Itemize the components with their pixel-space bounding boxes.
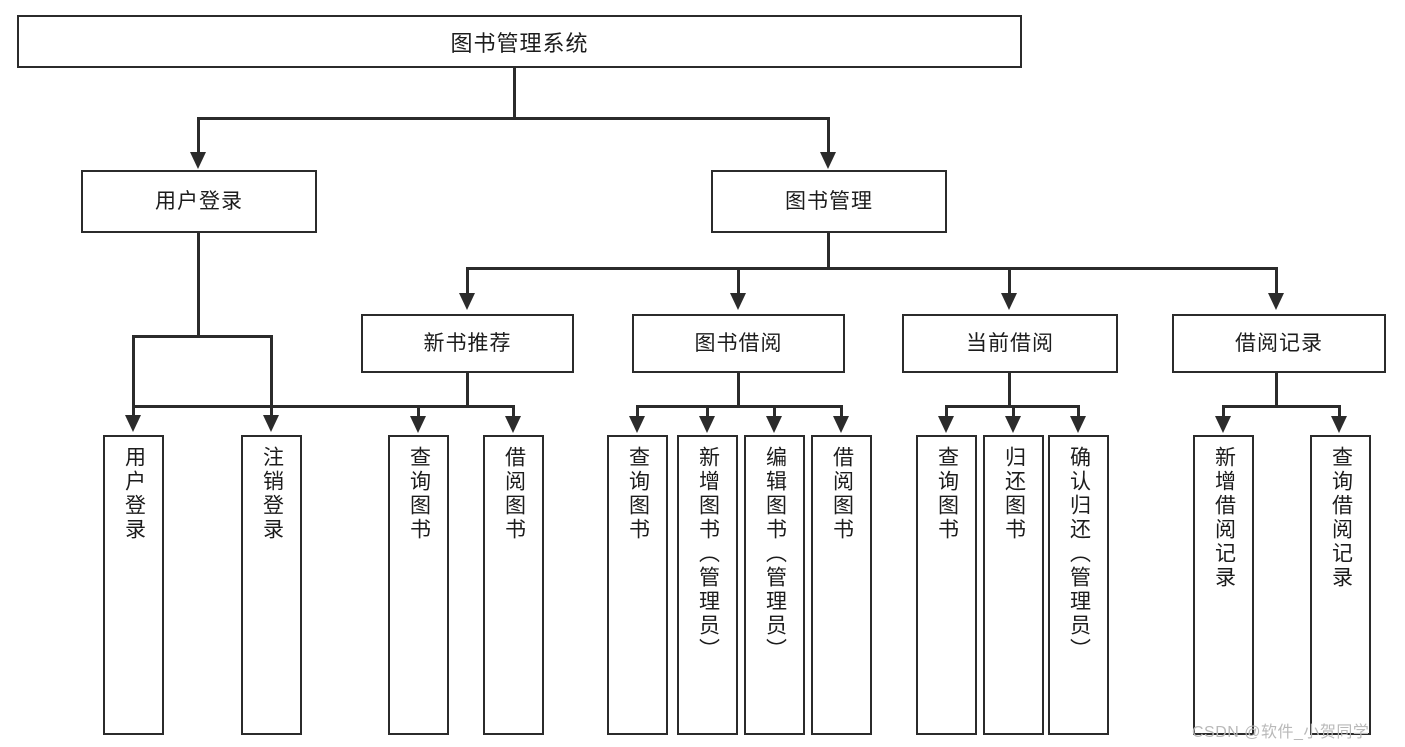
arrowhead-user-login-leaf-2 bbox=[263, 415, 279, 432]
connector-bm-to-current-borrow bbox=[1008, 267, 1011, 294]
connector-new-book-bus bbox=[132, 405, 514, 408]
leaf-current-borrow-return[interactable]: 归还图书 bbox=[983, 435, 1044, 735]
connector-current-borrow-stem bbox=[1008, 373, 1011, 407]
connector-user-login-to-leaf-1 bbox=[132, 335, 135, 416]
connector-bb-to-leaf-2 bbox=[706, 405, 709, 418]
connector-borrow-record-stem bbox=[1275, 373, 1278, 407]
leaf-borrow-record-add[interactable]: 新增借阅记录 bbox=[1193, 435, 1254, 735]
leaf-book-borrow-edit[interactable]: 编辑图书（管理员） bbox=[744, 435, 805, 735]
leaf-book-borrow-add[interactable]: 新增图书（管理员） bbox=[677, 435, 738, 735]
arrowhead-bm-new-book bbox=[459, 293, 475, 310]
connector-new-book-to-leaf-1 bbox=[417, 405, 420, 418]
connector-user-login-to-leaf-2 bbox=[270, 335, 273, 416]
arrowhead-cb-leaf-1 bbox=[938, 416, 954, 433]
leaf-label: 查询借阅记录 bbox=[1329, 446, 1353, 590]
connector-cb-to-leaf-3 bbox=[1077, 405, 1080, 418]
node-label: 新书推荐 bbox=[423, 331, 512, 355]
arrowhead-bb-leaf-3 bbox=[766, 416, 782, 433]
connector-book-borrow-bus bbox=[636, 405, 842, 408]
arrowhead-bb-leaf-2 bbox=[699, 416, 715, 433]
arrowhead-root-to-book-management bbox=[820, 152, 836, 169]
node-label: 图书管理系统 bbox=[450, 30, 589, 56]
leaf-label: 确认归还（管理员） bbox=[1067, 446, 1091, 662]
leaf-new-book-borrow[interactable]: 借阅图书 bbox=[483, 435, 544, 735]
node-label: 图书借阅 bbox=[694, 331, 783, 355]
connector-book-management-stem bbox=[827, 233, 830, 269]
node-book-borrow[interactable]: 图书借阅 bbox=[632, 314, 845, 373]
connector-borrow-record-bus bbox=[1222, 405, 1340, 408]
arrowhead-br-leaf-1 bbox=[1215, 416, 1231, 433]
connector-new-book-to-leaf-2 bbox=[512, 405, 515, 418]
arrowhead-new-book-leaf-1 bbox=[410, 416, 426, 433]
leaf-label: 借阅图书 bbox=[502, 446, 526, 542]
leaf-current-borrow-confirm-return[interactable]: 确认归还（管理员） bbox=[1048, 435, 1109, 735]
node-user-login[interactable]: 用户登录 bbox=[81, 170, 317, 233]
connector-cb-to-leaf-2 bbox=[1012, 405, 1015, 418]
leaf-label: 编辑图书（管理员） bbox=[763, 446, 787, 662]
leaf-borrow-record-query[interactable]: 查询借阅记录 bbox=[1310, 435, 1371, 735]
connector-root-stem bbox=[513, 68, 516, 118]
connector-new-book-stem bbox=[466, 373, 469, 407]
leaf-book-borrow-borrow[interactable]: 借阅图书 bbox=[811, 435, 872, 735]
leaf-label: 借阅图书 bbox=[830, 446, 854, 542]
node-label: 当前借阅 bbox=[966, 331, 1054, 355]
leaf-new-book-query[interactable]: 查询图书 bbox=[388, 435, 449, 735]
connector-bm-to-borrow-record bbox=[1275, 267, 1278, 294]
connector-book-borrow-stem bbox=[737, 373, 740, 407]
connector-book-management-bus bbox=[466, 267, 1278, 270]
leaf-label: 查询图书 bbox=[626, 446, 650, 542]
arrowhead-bm-borrow-record bbox=[1268, 293, 1284, 310]
leaf-label: 注销登录 bbox=[260, 446, 284, 542]
leaf-label: 新增图书（管理员） bbox=[696, 446, 720, 662]
arrowhead-root-to-user-login bbox=[190, 152, 206, 169]
node-book-management[interactable]: 图书管理 bbox=[711, 170, 947, 233]
leaf-label: 查询图书 bbox=[935, 446, 959, 542]
leaf-user-login-signin[interactable]: 用户登录 bbox=[103, 435, 164, 735]
leaf-book-borrow-query[interactable]: 查询图书 bbox=[607, 435, 668, 735]
connector-root-bus bbox=[197, 117, 829, 120]
connector-br-to-leaf-1 bbox=[1222, 405, 1225, 418]
connector-bm-to-book-borrow bbox=[737, 267, 740, 294]
node-label: 图书管理 bbox=[785, 189, 873, 213]
leaf-label: 归还图书 bbox=[1002, 446, 1026, 542]
node-borrow-record[interactable]: 借阅记录 bbox=[1172, 314, 1386, 373]
node-label: 借阅记录 bbox=[1235, 331, 1323, 355]
arrowhead-cb-leaf-3 bbox=[1070, 416, 1086, 433]
arrowhead-cb-leaf-2 bbox=[1005, 416, 1021, 433]
arrowhead-bb-leaf-1 bbox=[629, 416, 645, 433]
arrowhead-user-login-leaf-1 bbox=[125, 415, 141, 432]
leaf-user-login-signout[interactable]: 注销登录 bbox=[241, 435, 302, 735]
arrowhead-new-book-leaf-2 bbox=[505, 416, 521, 433]
leaf-label: 用户登录 bbox=[122, 446, 146, 542]
node-label: 用户登录 bbox=[155, 189, 243, 213]
arrowhead-bm-book-borrow bbox=[730, 293, 746, 310]
connector-bb-to-leaf-3 bbox=[773, 405, 776, 418]
arrowhead-bb-leaf-4 bbox=[833, 416, 849, 433]
arrowhead-br-leaf-2 bbox=[1331, 416, 1347, 433]
node-current-borrow[interactable]: 当前借阅 bbox=[902, 314, 1118, 373]
node-root-book-management-system[interactable]: 图书管理系统 bbox=[17, 15, 1022, 68]
connector-bm-to-new-book bbox=[466, 267, 469, 294]
node-new-book-recommend[interactable]: 新书推荐 bbox=[361, 314, 574, 373]
leaf-label: 查询图书 bbox=[407, 446, 431, 542]
connector-root-to-user-login bbox=[197, 117, 200, 153]
watermark-text: CSDN @软件_小贺同学 bbox=[1192, 724, 1370, 741]
connector-bb-to-leaf-1 bbox=[636, 405, 639, 418]
arrowhead-bm-current-borrow bbox=[1001, 293, 1017, 310]
connector-cb-to-leaf-1 bbox=[945, 405, 948, 418]
connector-user-login-bus bbox=[132, 335, 273, 338]
connector-br-to-leaf-2 bbox=[1338, 405, 1341, 418]
connector-bb-to-leaf-4 bbox=[840, 405, 843, 418]
leaf-current-borrow-query[interactable]: 查询图书 bbox=[916, 435, 977, 735]
connector-user-login-stem bbox=[197, 233, 200, 336]
watermark-csdn: CSDN @软件_小贺同学 bbox=[1192, 718, 1369, 742]
connector-root-to-book-management bbox=[827, 117, 830, 153]
leaf-label: 新增借阅记录 bbox=[1212, 446, 1236, 590]
